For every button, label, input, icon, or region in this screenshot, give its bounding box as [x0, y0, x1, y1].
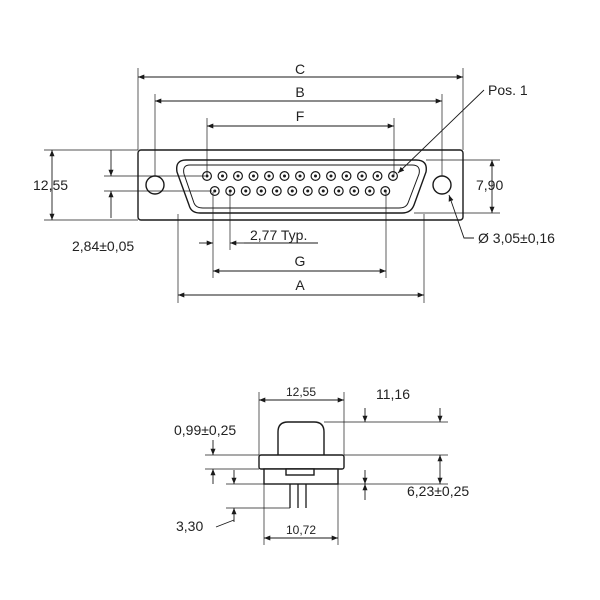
pin-top-5-center [267, 174, 271, 178]
dim-label-shell-height: 7,90 [476, 177, 503, 193]
dim-label-b: B [295, 84, 304, 100]
dim-label-f: F [296, 108, 305, 124]
front-view: C B F Pos. 1 12,55 2,84±0,05 2,77 Typ. [33, 61, 555, 303]
dim-label-pin-length: 3,30 [176, 518, 203, 534]
dim-label-pin-row-offset: 2,84±0,05 [72, 238, 134, 254]
dim-label-a: A [295, 277, 305, 293]
side-view: 12,55 11,16 0,99±0,25 6,23±0,25 3,30 10,… [174, 385, 469, 545]
pin-bottom-7-center [306, 189, 310, 193]
pin-bottom-8-center [321, 189, 325, 193]
pin-bottom-1-center [213, 189, 217, 193]
pin-bottom-10-center [352, 189, 356, 193]
pin-top-7-center [298, 174, 302, 178]
pin-top-8-center [314, 174, 317, 178]
d-shell-inner [183, 164, 420, 209]
pin-top-10-center [345, 174, 348, 178]
pin-bottom-11-center [368, 189, 372, 193]
pin-bottom-9-center [337, 189, 341, 193]
dim-label-lower-height: 6,23±0,25 [407, 483, 469, 499]
side-lower-inner [285, 468, 315, 476]
dim-label-height: 12,55 [33, 177, 68, 193]
dim-label-flange-thickness: 0,99±0,25 [174, 422, 236, 438]
side-shell [277, 421, 325, 455]
pin-bottom-6-center [290, 189, 294, 193]
pin-top-11-center [360, 174, 364, 178]
right-mount-hole [432, 175, 452, 195]
pin-top-2-center [221, 174, 224, 178]
pin-grid [202, 171, 399, 197]
dim-label-bottom-width: 10,72 [286, 523, 316, 537]
side-flange [258, 454, 345, 470]
dim-label-flange-width: 12,55 [286, 385, 316, 399]
pin-top-1-center [205, 174, 209, 178]
pin-top-9-center [329, 174, 333, 178]
pin-bottom-4-center [259, 189, 263, 193]
pin-top-3-center [236, 174, 240, 178]
pin-bottom-5-center [275, 189, 279, 193]
pin-top-13-center [391, 174, 395, 178]
pin-bottom-2-center [228, 189, 232, 193]
pos1-label: Pos. 1 [488, 82, 528, 98]
pin-bottom-3-center [244, 189, 248, 193]
dim-label-g: G [295, 253, 306, 269]
pin-bottom-12-center [383, 189, 387, 193]
pin-top-6-center [283, 174, 286, 178]
dim-label-total-height: 11,16 [376, 386, 410, 402]
dim-label-hole-diameter: Ø 3,05±0,16 [478, 230, 555, 246]
dim-label-pitch: 2,77 Typ. [250, 227, 307, 243]
pin-top-12-center [376, 174, 379, 178]
dim-label-c: C [295, 61, 305, 77]
pin-top-4-center [252, 174, 255, 178]
